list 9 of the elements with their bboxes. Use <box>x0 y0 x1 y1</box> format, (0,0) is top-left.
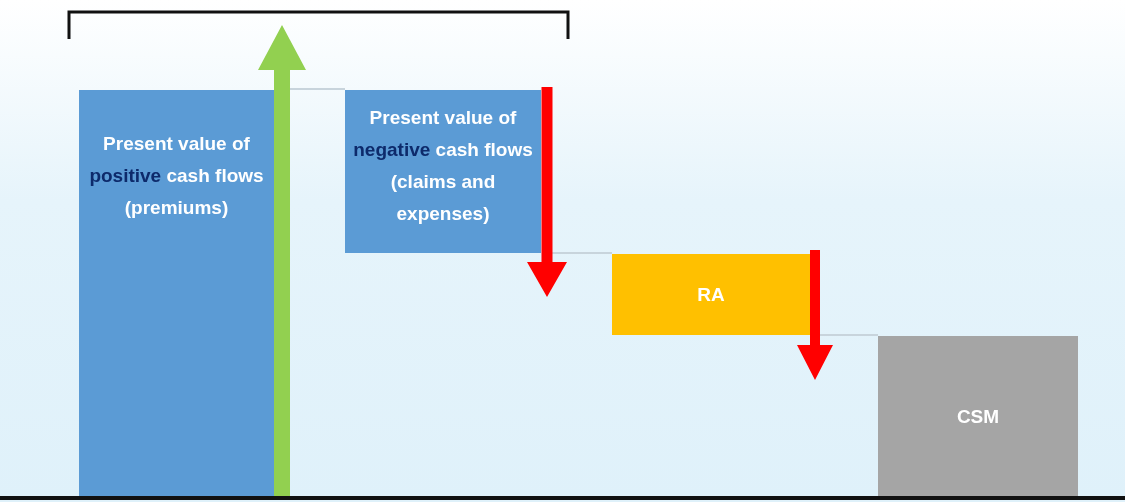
bar-label: Present value of positive cash flows (premiums) <box>88 132 265 220</box>
connector-line <box>289 88 346 90</box>
bar-label: Present value of negative cash flows (claims and expenses) <box>352 106 534 226</box>
waterfall-bar <box>79 90 274 497</box>
waterfall-bar <box>345 90 541 253</box>
waterfall-bar <box>878 336 1078 497</box>
bar-label: CSM <box>956 404 1000 429</box>
bar-label: RA <box>697 282 725 307</box>
waterfall-bar <box>612 254 810 335</box>
